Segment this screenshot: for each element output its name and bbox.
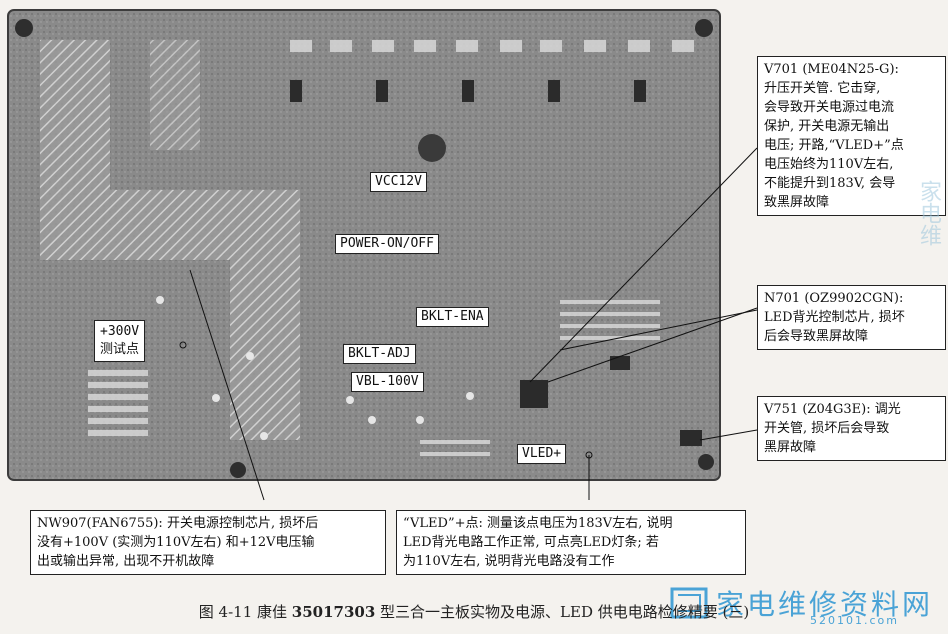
mounting-hole-icon [230,462,246,478]
label-bklt-adj: BKLT-ADJ [343,344,416,364]
site-logo-icon [670,587,708,619]
label-vled-plus: VLED+ [517,444,567,464]
label-power-on-off: POWER-ON/OFF [335,234,439,254]
note-nw907: NW907(FAN6755): 开关电源控制芯片, 损坏后 没有+100V (实… [30,510,386,575]
note-vled-point: “VLED”+点: 测量该点电压为183V左右, 说明 LED背光电路工作正常,… [396,510,746,575]
watermark-brand: 家电维修资料网 [716,588,934,621]
watermark-url: 520101.com [810,614,899,627]
note-n701: N701 (OZ9902CGN): LED背光控制芯片, 损坏 后会导致黑屏故障 [757,285,946,350]
mounting-hole-icon [695,19,713,37]
figure-caption: 图 4-11 康佳 35017303 型三合一主板实物及电源、LED 供电电路检… [198,603,750,621]
mounting-hole-icon [698,454,714,470]
ic-chip-icon [520,380,548,408]
label-vcc12v: VCC12V [370,172,427,192]
mounting-hole-icon [15,19,33,37]
watermark-side-text: 家电维 [916,180,941,246]
note-v701: V701 (ME04N25-G): 升压开关管. 它击穿, 会导致开关电源过电流… [757,56,946,216]
label-bklt-ena: BKLT-ENA [416,307,489,327]
note-v751: V751 (Z04G3E): 调光 开关管, 损坏后会导致 黑屏故障 [757,396,946,461]
capacitor-icon [418,134,446,162]
label-300v-test-point: +300V 测试点 [94,320,146,362]
label-vbl-100v: VBL-100V [351,372,424,392]
